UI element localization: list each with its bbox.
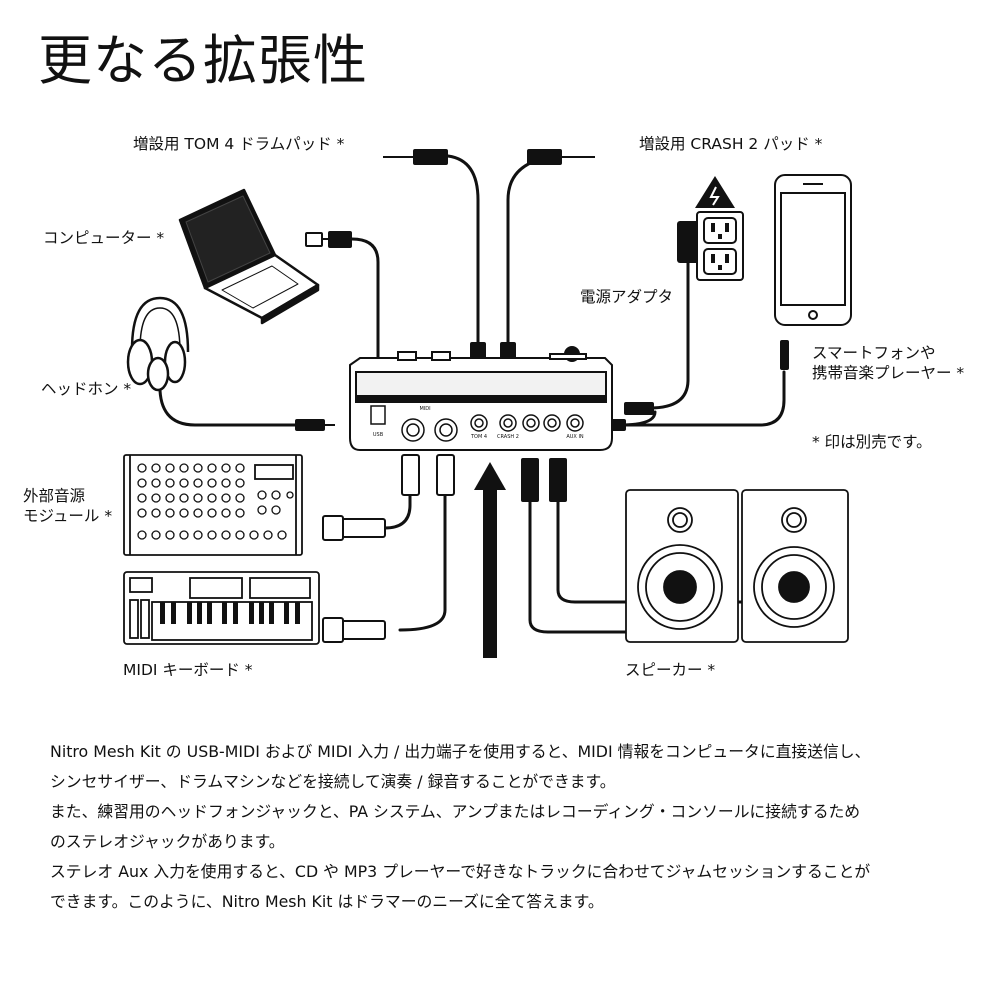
usb-plug-body bbox=[328, 231, 352, 248]
midi-keyboard-icon bbox=[123, 571, 320, 645]
connection-diagram: MIDI USB TOM 4 CRASH 2 AUX IN bbox=[123, 149, 852, 658]
sound-module-icon bbox=[123, 454, 303, 556]
headphone-plug bbox=[295, 419, 325, 431]
speaker-plug-left bbox=[521, 458, 539, 502]
description: Nitro Mesh Kit の USB-MIDI および MIDI 入力 / … bbox=[50, 737, 950, 917]
usb-port-label: USB bbox=[373, 432, 384, 438]
phone-cable bbox=[610, 370, 786, 427]
page-title: 更なる拡張性 bbox=[38, 29, 368, 92]
crash2-cable bbox=[506, 154, 562, 344]
usb-cable bbox=[350, 237, 380, 367]
tom4-pad-label: 増設用 TOM 4 ドラムパッド * bbox=[133, 135, 345, 153]
headphones-label: ヘッドホン * bbox=[41, 380, 132, 398]
aux-in-port-label: AUX IN bbox=[566, 434, 584, 440]
power-adapter-label: 電源アダプタ bbox=[580, 288, 674, 306]
warning-icon bbox=[695, 176, 735, 208]
midi-keyboard-cable bbox=[398, 493, 447, 632]
description-line: ステレオ Aux 入力を使用すると、CD や MP3 プレーヤーで好きなトラック… bbox=[50, 862, 871, 881]
drum-module-icon: MIDI USB TOM 4 CRASH 2 AUX IN bbox=[349, 346, 613, 451]
laptop-icon bbox=[178, 188, 320, 325]
aux-plug-top bbox=[780, 340, 789, 370]
power-cable bbox=[626, 261, 690, 410]
speaker-right-cable bbox=[556, 498, 744, 604]
midi-keyboard-label: MIDI キーボード * bbox=[123, 661, 253, 679]
tom4-plug-top bbox=[413, 149, 448, 165]
smartphone-label-line2: 携帯音楽プレーヤー * bbox=[812, 364, 965, 383]
speaker-right-icon bbox=[741, 489, 849, 643]
power-adapter-body bbox=[677, 221, 701, 263]
midi-port-label: MIDI bbox=[419, 406, 430, 412]
sound-module-label: 外部音源 モジュール * bbox=[23, 486, 112, 526]
crash2-port-label: CRASH 2 bbox=[497, 434, 519, 440]
smartphone-label-line1: スマートフォンや bbox=[812, 344, 936, 362]
crash2-plug-top bbox=[527, 149, 562, 165]
power-plug bbox=[624, 402, 654, 415]
sold-separately-note: * 印は別売です。 bbox=[812, 433, 932, 451]
smartphone-icon bbox=[774, 174, 852, 326]
speaker-left-icon bbox=[625, 489, 739, 643]
arrow-up-icon bbox=[474, 462, 506, 658]
wall-outlet-icon bbox=[696, 211, 744, 281]
headphones-icon bbox=[126, 296, 190, 392]
sound-module-label-line1: 外部音源 bbox=[23, 487, 86, 505]
tom4-cable bbox=[446, 154, 480, 344]
crash2-pad-label: 増設用 CRASH 2 パッド * bbox=[639, 135, 823, 153]
description-line: また、練習用のヘッドフォンジャックと、PA システム、アンプまたはレコーディング… bbox=[50, 802, 861, 821]
headphone-cable bbox=[158, 380, 297, 427]
speaker-left-cable bbox=[528, 498, 636, 634]
speakers-label: スピーカー * bbox=[625, 661, 716, 679]
sound-module-label-line2: モジュール * bbox=[23, 507, 113, 526]
description-line: のステレオジャックがあります。 bbox=[50, 832, 285, 851]
description-line: Nitro Mesh Kit の USB-MIDI および MIDI 入力 / … bbox=[50, 742, 871, 761]
description-line: シンセサイザー、ドラムマシンなどを接続して演奏 / 録音することができます。 bbox=[50, 772, 616, 791]
smartphone-label: スマートフォンや 携帯音楽プレーヤー * bbox=[812, 343, 964, 383]
speaker-plug-right bbox=[549, 458, 567, 502]
midi-module-cable bbox=[383, 493, 412, 530]
description-line: できます。このように、Nitro Mesh Kit はドラマーのニーズに全て答え… bbox=[50, 892, 604, 911]
tom4-port-label: TOM 4 bbox=[470, 434, 487, 440]
computer-label: コンピューター * bbox=[43, 229, 165, 247]
